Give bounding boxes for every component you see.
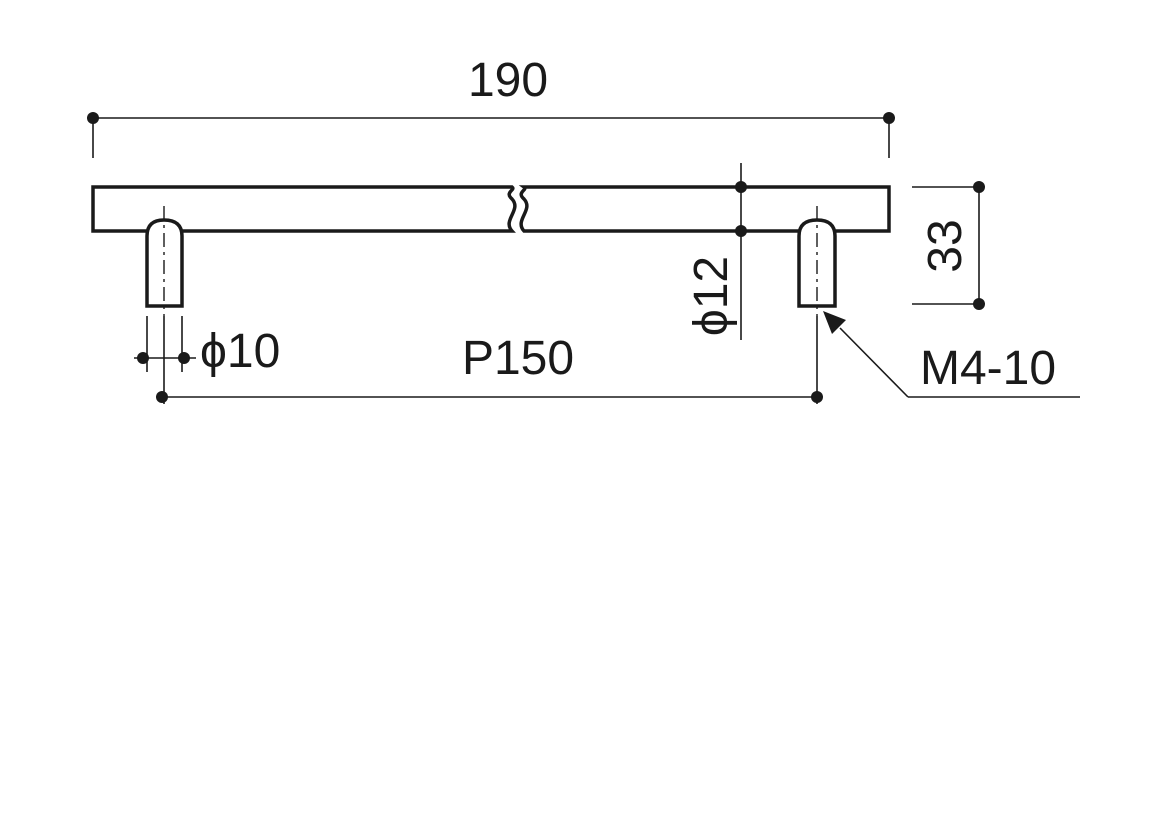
handle-bar-left (91, 185, 517, 233)
leg-right (797, 206, 837, 316)
terminator-dot (156, 391, 168, 403)
arrow-head-icon (823, 311, 846, 334)
dimension-overall-height: 33 (912, 181, 985, 310)
handle-bar (91, 185, 891, 233)
terminator-dot (137, 352, 149, 364)
label-screw: M4-10 (920, 342, 1056, 395)
leg-left (145, 206, 184, 316)
terminator-dot (87, 112, 99, 124)
terminator-dot (973, 181, 985, 193)
label-overall-height: 33 (919, 219, 972, 272)
terminator-dot (811, 391, 823, 403)
handle-bar-right (518, 185, 891, 233)
terminator-dot (735, 181, 747, 193)
terminator-dot (883, 112, 895, 124)
terminator-dot (178, 352, 190, 364)
dimension-leg-diameter: ϕ10 (134, 316, 280, 378)
leader-line-diagonal (839, 327, 909, 398)
label-bar-diameter: ϕ12 (685, 256, 738, 336)
terminator-dot (735, 225, 747, 237)
label-pitch: P150 (462, 332, 574, 385)
label-overall-length: 190 (468, 54, 548, 107)
label-leg-diameter: ϕ10 (200, 325, 280, 378)
dimension-bar-diameter: ϕ12 (685, 163, 747, 340)
terminator-dot (973, 298, 985, 310)
callout-screw: M4-10 (823, 311, 1080, 398)
dimension-overall-length: 190 (87, 54, 895, 158)
dimension-pitch: P150 (156, 316, 823, 404)
